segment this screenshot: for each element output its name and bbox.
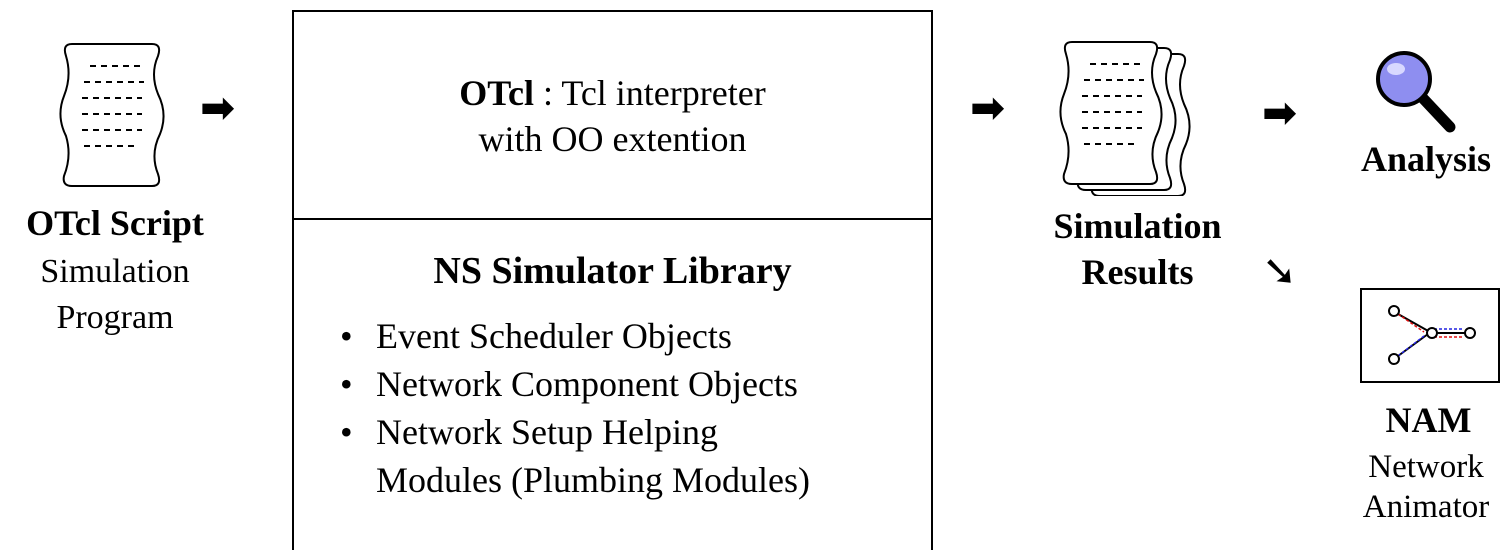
nam-frame bbox=[1360, 288, 1500, 383]
results-label-line2: Results bbox=[1081, 252, 1194, 292]
results-label: Simulation Results bbox=[1020, 203, 1255, 295]
list-item: • Network Setup Helping bbox=[338, 408, 928, 456]
network-graph-icon bbox=[1388, 305, 1476, 365]
results-label-line1: Simulation bbox=[1053, 206, 1222, 246]
magnifier-icon bbox=[1376, 51, 1456, 133]
nam-label: NAM bbox=[1385, 400, 1472, 440]
bullet-icon: • bbox=[340, 364, 353, 404]
box-divider bbox=[292, 218, 933, 220]
script-subtitle: Simulation Program bbox=[0, 249, 230, 341]
list-item: Modules (Plumbing Modules) bbox=[338, 456, 928, 504]
arrow-right-icon: ➡ bbox=[1262, 88, 1298, 137]
list-item: • Event Scheduler Objects bbox=[338, 312, 928, 360]
arrow-right-icon: ➡ bbox=[200, 83, 236, 132]
nam-subtitle-line1: Network bbox=[1368, 449, 1484, 485]
simulator-box bbox=[292, 10, 933, 550]
results-document-icon bbox=[1059, 41, 1191, 196]
list-item-text: Modules (Plumbing Modules) bbox=[376, 460, 811, 500]
interpreter-block: OTcl : Tcl interpreter with OO extention bbox=[300, 70, 925, 162]
arrow-down-right-icon: ➘ bbox=[1262, 246, 1298, 295]
script-subtitle-line1: Simulation bbox=[40, 253, 190, 290]
interpreter-desc-2: with OO extention bbox=[478, 119, 747, 159]
library-title: NS Simulator Library bbox=[433, 250, 792, 292]
script-title: OTcl Script bbox=[26, 203, 204, 243]
nam-subtitle-line2: Animator bbox=[1362, 489, 1490, 525]
library-list: • Event Scheduler Objects • Network Compon… bbox=[338, 312, 928, 504]
script-document-icon bbox=[59, 43, 165, 187]
list-item: • Network Component Objects bbox=[338, 360, 928, 408]
arrow-right-icon: ➡ bbox=[970, 83, 1006, 132]
bullet-icon: • bbox=[340, 316, 353, 356]
script-subtitle-line2: Program bbox=[56, 299, 174, 336]
list-item-text: Network Component Objects bbox=[376, 364, 798, 404]
bullet-icon: • bbox=[340, 412, 353, 452]
nam-subtitle: Network Animator bbox=[1340, 447, 1512, 527]
analysis-label: Analysis bbox=[1360, 139, 1492, 179]
interpreter-name: OTcl bbox=[459, 73, 534, 113]
list-item-text: Event Scheduler Objects bbox=[376, 316, 732, 356]
interpreter-desc-1: : Tcl interpreter bbox=[533, 73, 766, 113]
list-item-text: Network Setup Helping bbox=[376, 412, 718, 452]
